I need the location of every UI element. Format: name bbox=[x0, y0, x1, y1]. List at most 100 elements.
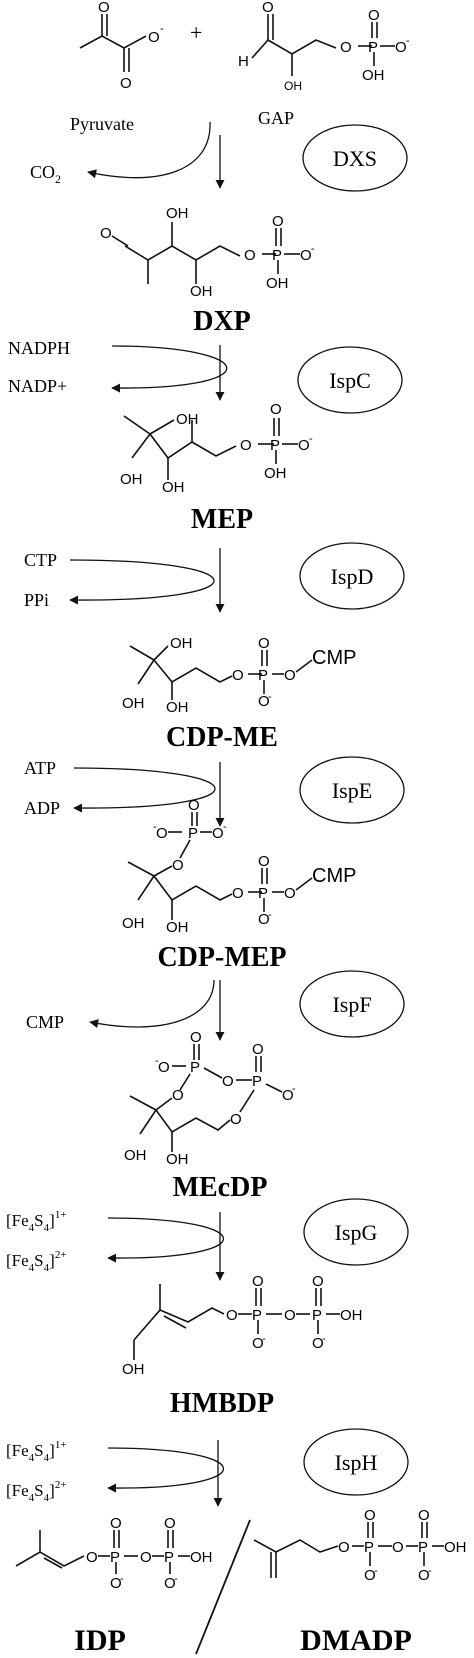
cdp-mep-phosphorus-label: P bbox=[188, 825, 198, 842]
pyruvate-label: Pyruvate bbox=[70, 114, 134, 134]
charge-label: - bbox=[428, 1565, 432, 1577]
idp-oxygen-label: O bbox=[140, 1549, 152, 1566]
enzyme-ispc-label: IspC bbox=[329, 368, 371, 393]
plus-sign: + bbox=[190, 20, 202, 45]
cdp-me-oxygen-label: O bbox=[284, 667, 296, 684]
enzyme-ispc-ellipse bbox=[297, 346, 403, 414]
ispe-cofactor-arrow bbox=[73, 767, 216, 813]
mecdp-oxygen-label: O bbox=[172, 1087, 184, 1104]
charge-label: - bbox=[311, 243, 315, 255]
dxp-oxygen-label: O bbox=[272, 213, 284, 230]
idp-oxygen-label: O bbox=[110, 1515, 122, 1532]
nadp-label: NADP+ bbox=[8, 376, 67, 396]
charge-label: - bbox=[309, 433, 313, 445]
dmadp-oxygen-label: O bbox=[364, 1567, 376, 1584]
hmbdp-structure: O P O O - O P O O - OH OH bbox=[122, 1273, 363, 1378]
idp-structure: O P O O - O P O O - OH bbox=[15, 1515, 213, 1592]
fe4s4-oxidized-label: [Fe4S4]2+ bbox=[6, 1479, 67, 1504]
charge-label: - bbox=[262, 1333, 266, 1345]
cdp-me-oxygen-label: O bbox=[232, 667, 244, 684]
enzyme-dxs-ellipse bbox=[302, 124, 408, 192]
gap-oh-label: OH bbox=[284, 79, 302, 93]
enzyme-ispd-label: IspD bbox=[331, 564, 374, 589]
charge-label: - bbox=[374, 1565, 378, 1577]
hmbdp-oxygen-label: O bbox=[252, 1273, 264, 1290]
cdp-mep-oxygen-label: O bbox=[258, 853, 270, 870]
dmadp-oxygen-label: O bbox=[338, 1539, 350, 1556]
mecdp-oxygen-label: O bbox=[222, 1073, 234, 1090]
pyruvate-oxygen-label: O bbox=[98, 0, 110, 16]
idp-oxygen-label: O bbox=[164, 1515, 176, 1532]
pyruvate-oxygen-label: O bbox=[148, 29, 160, 46]
cdp-me-oh-label: OH bbox=[166, 699, 189, 716]
cdp-me-oxygen-label: O bbox=[258, 635, 270, 652]
cdp-mep-oxygen-label: O bbox=[172, 857, 184, 874]
dmadp-oh-label: OH bbox=[444, 1539, 467, 1556]
cmp-release-arrow bbox=[89, 979, 215, 1029]
dxp-phosphorus-label: P bbox=[272, 247, 282, 264]
enzyme-ispe-ellipse bbox=[299, 756, 405, 824]
gap-oxygen-label: O bbox=[368, 7, 380, 24]
enzyme-ispf-label: IspF bbox=[332, 992, 371, 1017]
cdp-mep-oxygen-label: O bbox=[284, 885, 296, 902]
dmadp-oxygen-label: O bbox=[418, 1507, 430, 1524]
hmbdp-oxygen-label: O bbox=[312, 1335, 324, 1352]
charge-label: - bbox=[153, 821, 157, 833]
idp-phosphorus-label: P bbox=[164, 1549, 174, 1566]
charge-label: - bbox=[268, 909, 272, 921]
cdp-me-oh-label: OH bbox=[170, 635, 193, 652]
cdp-mep-phosphorus-label: P bbox=[258, 885, 268, 902]
idp-oxygen-label: O bbox=[164, 1575, 176, 1592]
hmbdp-oxygen-label: O bbox=[252, 1335, 264, 1352]
dmadp-structure: O P O O - O P O O - OH bbox=[253, 1507, 467, 1584]
product-idp-label: IDP bbox=[74, 1624, 126, 1657]
mep-oh-label: OH bbox=[162, 479, 185, 496]
hmbdp-oh-label: OH bbox=[122, 1361, 145, 1378]
cdp-mep-oh-label: OH bbox=[166, 919, 189, 936]
pyruvate-oxygen-label: O bbox=[120, 75, 132, 92]
gap-oxygen-label: O bbox=[395, 39, 407, 56]
charge-label: - bbox=[322, 1333, 326, 1345]
cdp-me-oxygen-label: O bbox=[258, 693, 270, 710]
enzyme-ispg-ellipse bbox=[303, 1198, 409, 1266]
cdp-mep-oxygen-label: O bbox=[188, 797, 200, 814]
cdp-me-structure: OH OH OH O P O O O - CMP bbox=[122, 635, 356, 716]
mep-oxygen-label: O bbox=[240, 437, 252, 454]
gap-oxygen-label: O bbox=[262, 0, 274, 16]
cdp-me-phosphorus-label: P bbox=[258, 667, 268, 684]
enzyme-ispf-ellipse bbox=[299, 970, 405, 1038]
ispd-cofactor-arrow bbox=[69, 559, 215, 605]
mecdp-oh-label: OH bbox=[124, 1147, 147, 1164]
cdp-mep-cmp-label: CMP bbox=[312, 865, 356, 887]
dxp-oxygen-label: O bbox=[300, 247, 312, 264]
cdp-mep-oxygen-label: O bbox=[156, 825, 168, 842]
atp-label: ATP bbox=[24, 758, 56, 778]
nadph-label: NADPH bbox=[8, 338, 70, 358]
idp-phosphorus-label: P bbox=[110, 1549, 120, 1566]
gap-structure: O H OH O P O O - OH bbox=[238, 0, 410, 93]
ctp-label: CTP bbox=[24, 550, 57, 570]
mep-structure: OH OH OH O P O O - OH bbox=[120, 401, 313, 496]
dxp-oxygen-label: O bbox=[244, 247, 256, 264]
gap-phosphorus-label: P bbox=[368, 39, 378, 56]
intermediate-hmbdp-label: HMBDP bbox=[170, 1388, 274, 1419]
mep-oh-label: OH bbox=[264, 465, 287, 482]
cdp-me-cmp-label: CMP bbox=[312, 647, 356, 669]
dmadp-phosphorus-label: P bbox=[418, 1539, 428, 1556]
gap-label: GAP bbox=[258, 108, 294, 128]
mep-oh-label: OH bbox=[176, 411, 199, 428]
ppi-label: PPi bbox=[24, 590, 49, 610]
hmbdp-oxygen-label: O bbox=[284, 1307, 296, 1324]
dmadp-oxygen-label: O bbox=[392, 1539, 404, 1556]
dmadp-oxygen-label: O bbox=[364, 1507, 376, 1524]
mecdp-phosphorus-label: P bbox=[252, 1073, 262, 1090]
pyruvate-structure: O O O - bbox=[79, 0, 164, 92]
idp-oxygen-label: O bbox=[86, 1549, 98, 1566]
dxp-structure: O OH OH O P O O - OH bbox=[100, 205, 315, 300]
intermediate-mep-label: MEP bbox=[191, 504, 253, 535]
fe4s4-oxidized-label: [Fe4S4]2+ bbox=[6, 1249, 67, 1274]
intermediate-dxp-label: DXP bbox=[193, 306, 251, 337]
fe4s4-reduced-label: [Fe4S4]1+ bbox=[6, 1439, 67, 1464]
mep-oxygen-label: O bbox=[298, 437, 310, 454]
hmbdp-phosphorus-label: P bbox=[252, 1307, 262, 1324]
